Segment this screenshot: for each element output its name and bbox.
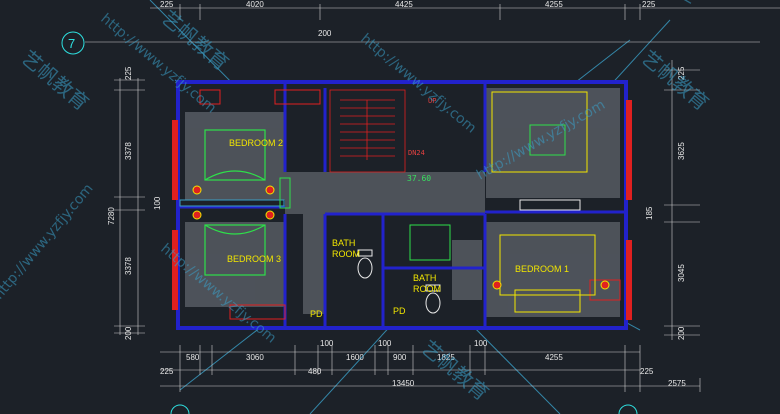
dim-right-3: 3045: [677, 264, 686, 282]
dim-top-mid: 200: [318, 29, 332, 38]
tv-cabinet[interactable]: [519, 199, 581, 211]
dim-left-2: 100: [153, 196, 162, 210]
window-strip: [179, 199, 285, 207]
dim-left-1: 3378: [124, 142, 133, 160]
watermark-cn-2: 艺帆教育: [637, 45, 714, 115]
watermark-url-5: http://www.yzfjy.com: [680, 0, 767, 7]
watermark-cn-1: 艺帆教育: [17, 45, 94, 115]
dim-right-2: 185: [645, 206, 654, 220]
grid-bubble-7[interactable]: 7: [61, 31, 150, 55]
left-dimension-lines: [114, 78, 145, 335]
dim-bottom-side-right: 225: [640, 367, 654, 376]
dim-right-4: 200: [677, 326, 686, 340]
dim-bottom-3: 1600: [346, 353, 364, 362]
toilet-right[interactable]: [425, 284, 441, 314]
room-label-bedroom-3: BEDROOM 3: [227, 254, 281, 264]
lamp-fixtures: [192, 185, 610, 290]
room-label-bath-left-2: ROOM: [332, 249, 360, 259]
dim-bottom-1: 3060: [246, 353, 264, 362]
bed-bedroom-2[interactable]: [204, 129, 266, 181]
floor-hatching: [185, 88, 620, 317]
dim-right-0: 225: [677, 66, 686, 80]
dim-top-4: 225: [642, 0, 656, 9]
dim-left-0: 225: [124, 66, 133, 80]
dim-bottom-7: 100: [474, 339, 488, 348]
stair-down-label: DN24: [408, 149, 425, 157]
dim-bottom-8: 4255: [545, 353, 563, 362]
bottom-dimension-lines: [160, 345, 701, 392]
room-label-bedroom-1: BEDROOM 1: [515, 264, 569, 274]
stair-up-label: UP: [428, 97, 436, 105]
watermark-url-6: http://www.yzfjy.com: [0, 181, 97, 303]
dim-top-3: 4255: [545, 0, 563, 9]
room-label-bedroom-2: BEDROOM 2: [229, 138, 283, 148]
room-label-bath-right-1: BATH: [413, 273, 436, 283]
grid-bubble-label: 7: [68, 36, 75, 51]
dim-bottom-0: 580: [186, 353, 200, 362]
vanity-counter[interactable]: [409, 224, 451, 261]
dim-bottom-4: 100: [378, 339, 392, 348]
room-label-bath-left-1: BATH: [332, 238, 355, 248]
grid-bubble-bottom-right[interactable]: [618, 404, 638, 414]
dim-left-4: 200: [124, 326, 133, 340]
grid-bubble-bottom-left[interactable]: [170, 404, 190, 414]
sofa-set[interactable]: [491, 91, 588, 173]
red-columns: [172, 89, 632, 320]
building-plan[interactable]: UP DN24 37.60: [172, 80, 632, 330]
dim-bottom-6: 1825: [437, 353, 455, 362]
dim-left-total: 7280: [107, 207, 116, 225]
room-label-pd-left: PD: [310, 309, 323, 319]
bed-bedroom-3[interactable]: [204, 224, 266, 276]
dim-bottom-5: 900: [393, 353, 407, 362]
stair-level-label: 37.60: [407, 174, 431, 183]
bed-bedroom-1[interactable]: [499, 234, 596, 313]
watermark-url-2: http://www.yzfjy.com: [97, 11, 219, 117]
room-label-pd-right: PD: [393, 306, 406, 316]
right-dimension-lines: [664, 60, 700, 340]
room-label-bath-right-2: ROOM: [413, 284, 441, 294]
dim-top-1: 4020: [246, 0, 264, 9]
dim-left-3: 3378: [124, 257, 133, 275]
dim-bottom-480: 480: [308, 367, 322, 376]
dim-top-2: 4425: [395, 0, 413, 9]
dim-bottom-extra: 2575: [668, 379, 686, 388]
dim-right-1: 3625: [677, 142, 686, 160]
top-dimension-lines: [150, 4, 780, 43]
dim-bottom-total: 13450: [392, 379, 415, 388]
door-frame: [279, 177, 291, 209]
interior-walls: [178, 82, 626, 328]
dim-bottom-side-left: 225: [160, 367, 174, 376]
dim-top-0: 225: [160, 0, 174, 9]
staircase[interactable]: [329, 89, 406, 173]
dim-bottom-2: 100: [320, 339, 334, 348]
toilet-left[interactable]: [357, 249, 373, 279]
